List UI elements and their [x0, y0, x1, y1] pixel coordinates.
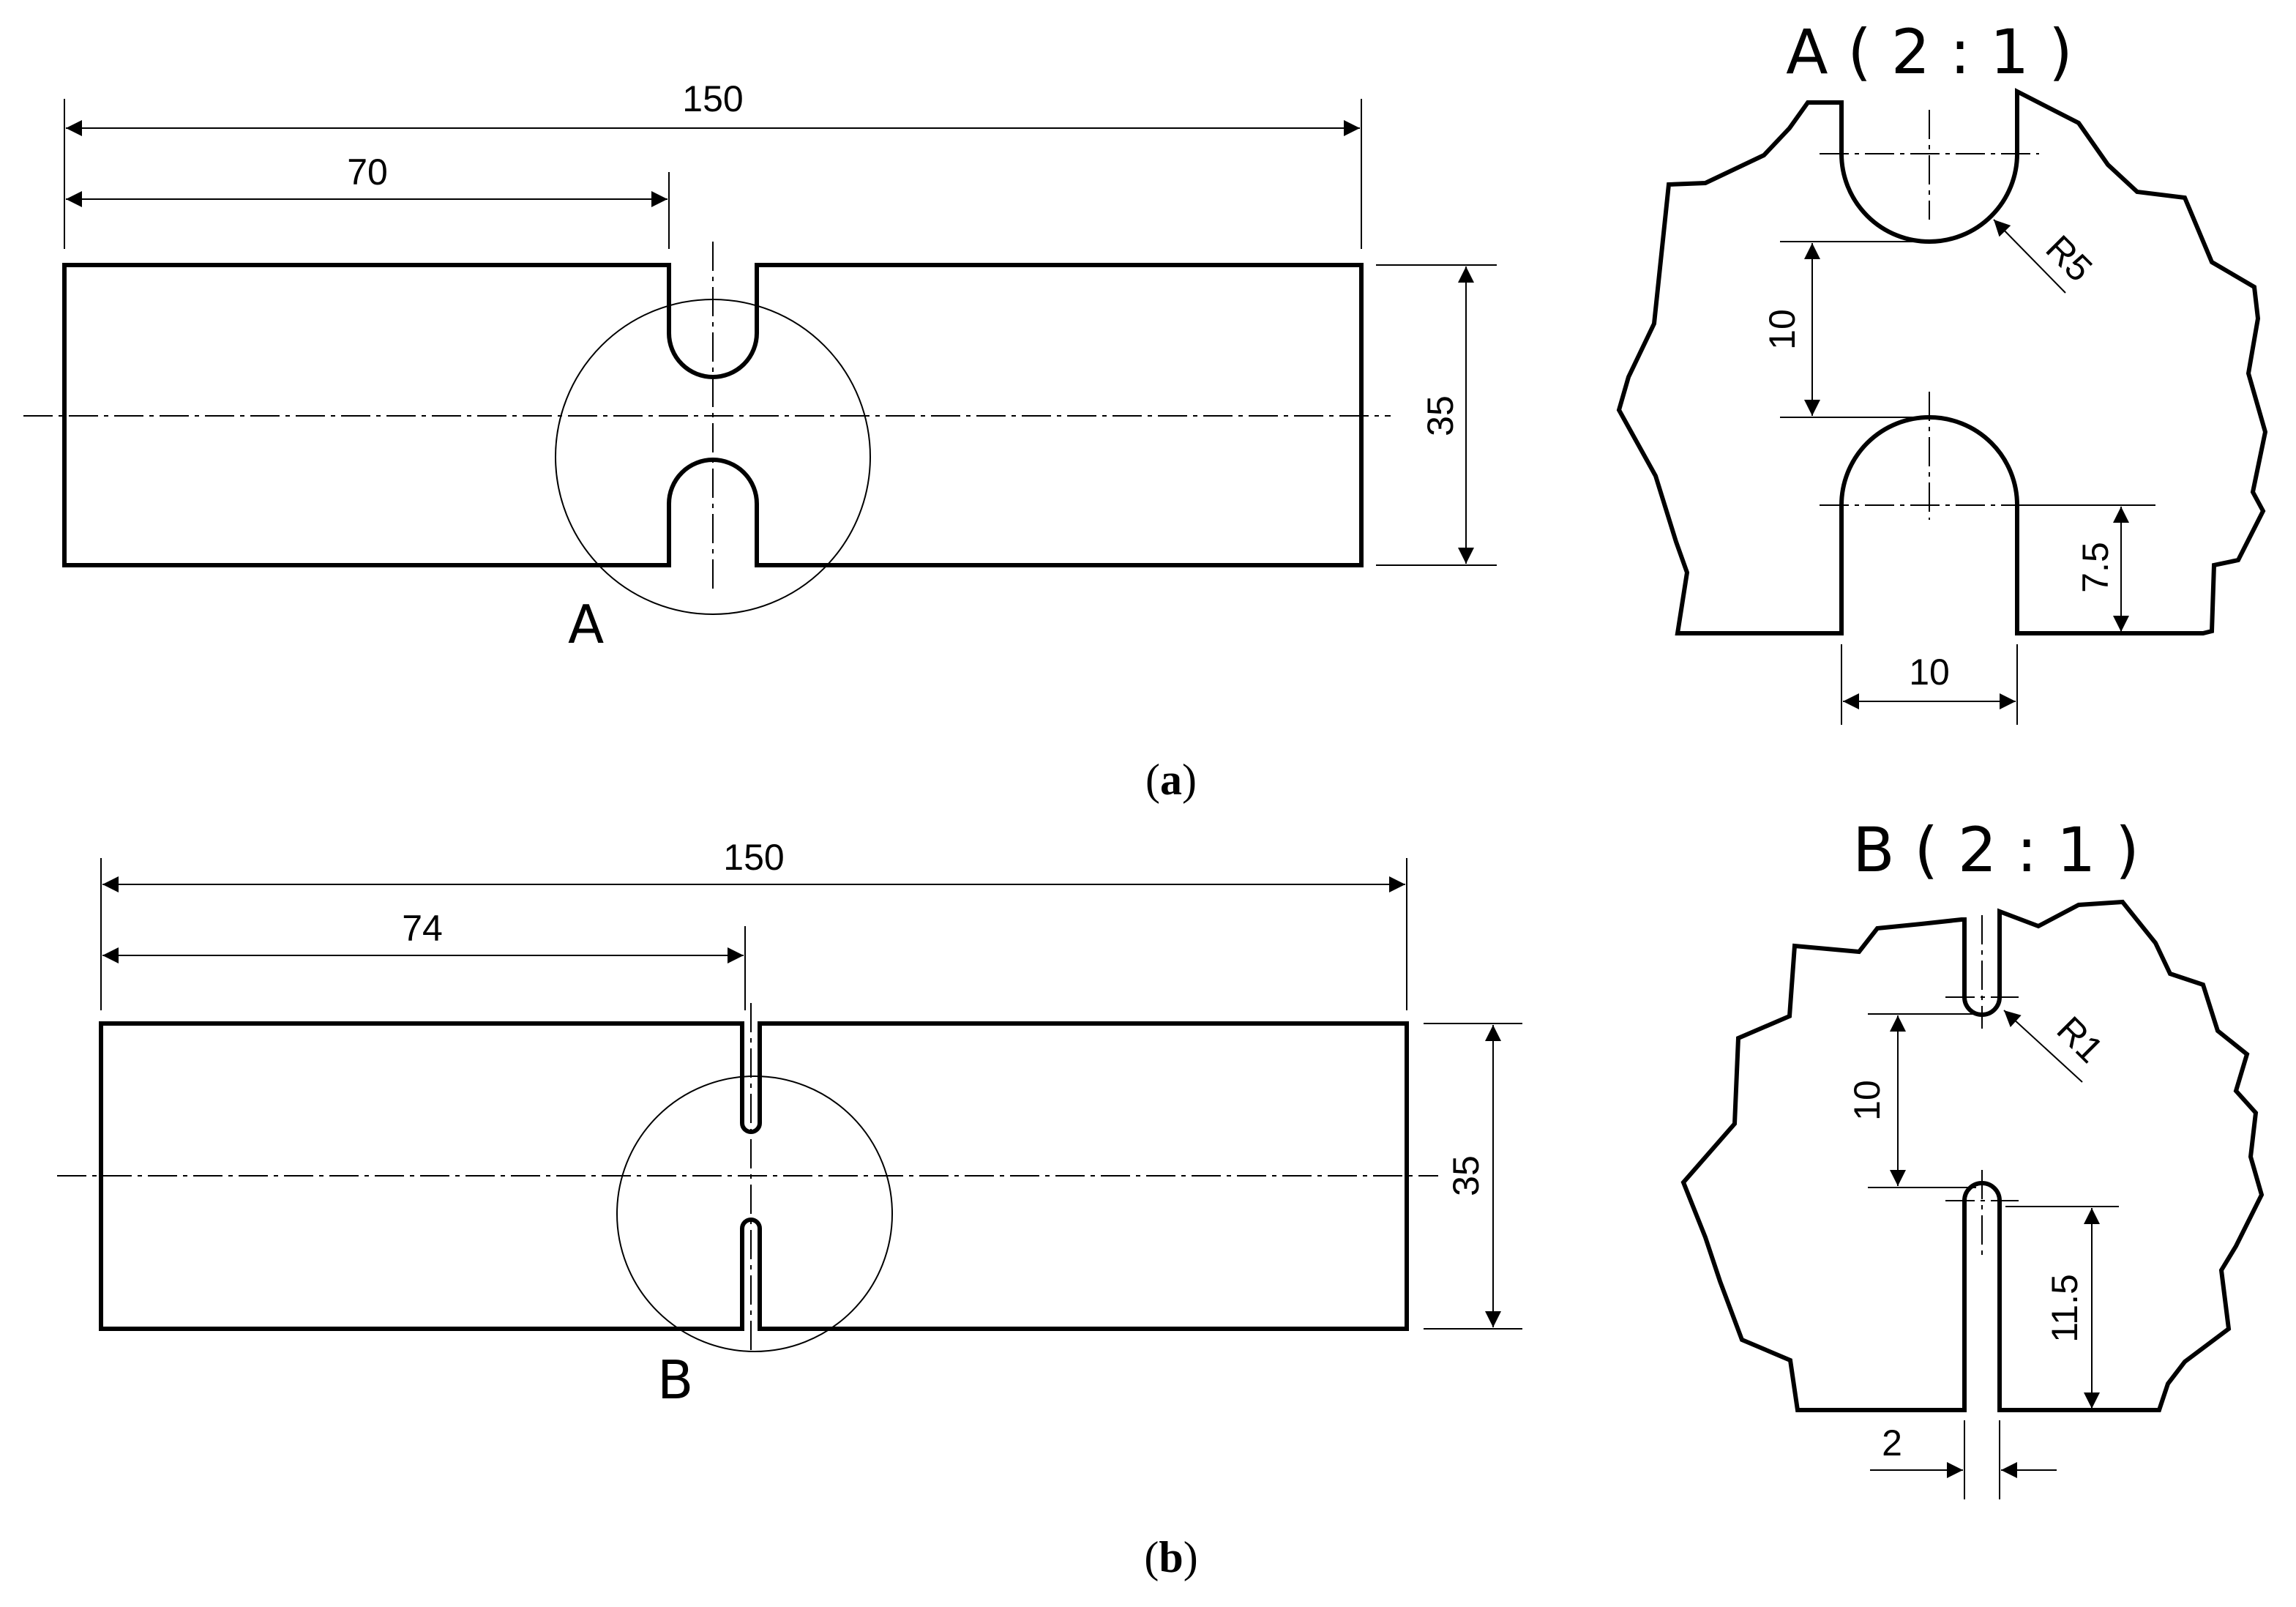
dimension-74: 74 — [102, 908, 746, 1010]
dimension-150-a: 150 — [64, 78, 1362, 249]
figure-a: A 150 70 35 (a) — [23, 78, 1497, 804]
detail-a-notch-width-label: 10 — [1909, 652, 1950, 693]
detail-b-notch-depth-label: 11.5 — [2044, 1274, 2085, 1343]
dimension-label-notch-position-a: 70 — [347, 152, 388, 193]
dimension-label-width-a: 35 — [1420, 395, 1461, 436]
detail-a-view: A ( 2 : 1 ) R5 10 7.5 — [1616, 16, 2268, 725]
detail-b-radius-label: R1 — [2049, 1009, 2112, 1071]
detail-b-ligament-dimension: 10 — [1847, 1013, 1976, 1188]
detail-b-view: B ( 2 : 1 ) R1 10 11.5 2 — [1680, 814, 2265, 1499]
caption-b: (b) — [1144, 1533, 1197, 1581]
figure-b: B 150 74 35 (b) — [57, 837, 1522, 1581]
detail-b-marker: B — [657, 1349, 693, 1411]
detail-a-ligament-dimension: 10 — [1762, 241, 1925, 418]
dimension-70: 70 — [66, 152, 670, 249]
detail-b-notch-width-label: 2 — [1882, 1423, 1902, 1464]
detail-b-radius-callout: R1 — [2003, 1009, 2112, 1083]
dimension-35-b: 35 — [1424, 1023, 1522, 1330]
dimension-label-notch-position-b: 74 — [402, 908, 443, 949]
detail-b-outline — [1680, 899, 2265, 1412]
detail-b-circle — [616, 1075, 893, 1352]
dimension-label-width-b: 35 — [1446, 1155, 1487, 1196]
detail-a-title: A ( 2 : 1 ) — [1786, 16, 2073, 88]
detail-a-notch-depth-label: 7.5 — [2075, 542, 2116, 593]
detail-a-marker: A — [568, 594, 604, 655]
detail-a-circle — [555, 299, 871, 615]
dimension-label-overall-length-b: 150 — [723, 837, 784, 878]
dimension-35-a: 35 — [1376, 264, 1497, 566]
detail-b-ligament-label: 10 — [1847, 1080, 1888, 1121]
detail-a-notch-width-dimension: 10 — [1841, 644, 2018, 725]
specimen-a-outline — [62, 263, 1364, 567]
dimension-label-overall-length-a: 150 — [682, 78, 743, 119]
detail-a-ligament-label: 10 — [1762, 309, 1803, 350]
detail-b-notch-width-dimension: 2 — [1870, 1420, 2057, 1499]
detail-a-outline — [1616, 88, 2268, 635]
detail-a-radius-label: R5 — [2038, 228, 2101, 290]
detail-a-notch-depth-dimension: 7.5 — [2027, 504, 2155, 632]
detail-b-notch-depth-dimension: 11.5 — [2005, 1206, 2119, 1409]
dimension-150-b: 150 — [100, 837, 1407, 1010]
caption-a: (a) — [1145, 756, 1197, 804]
detail-b-title: B ( 2 : 1 ) — [1852, 814, 2139, 886]
specimen-b-outline — [99, 1021, 1409, 1331]
detail-a-radius-callout: R5 — [1993, 219, 2101, 294]
